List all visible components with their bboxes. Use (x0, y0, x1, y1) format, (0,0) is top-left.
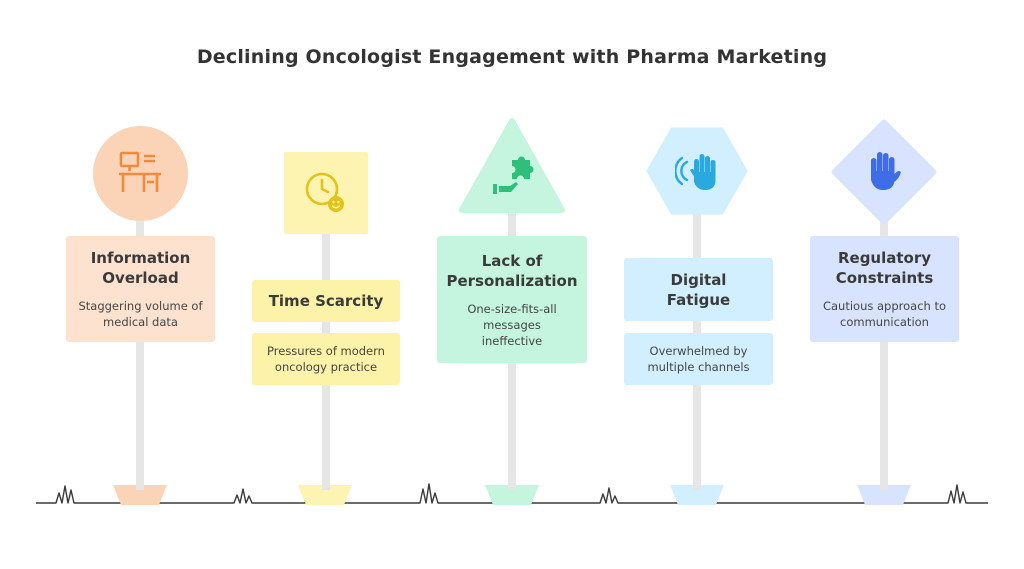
post-base (857, 485, 911, 505)
post-base (670, 485, 724, 505)
signpost-pole (136, 210, 144, 490)
sign-heading: Regulatory Constraints (835, 249, 934, 287)
sign-description: One-size-fits-all messages ineffective (467, 301, 557, 348)
sign-description: Cautious approach to communication (822, 299, 947, 329)
desk-computer-icon (119, 151, 161, 192)
sign-description-box: Pressures of modern oncology practice (252, 333, 400, 385)
sign-heading: Digital Fatigue (666, 270, 731, 309)
sign-label-information-overload: Information Overload Staggering volume o… (66, 236, 215, 342)
hand-wave-icon (675, 154, 716, 190)
sign-label-digital-fatigue: Digital Fatigue (624, 258, 773, 321)
sign-description: Overwhelmed by multiple channels (647, 344, 750, 374)
sign-label-time-scarcity: Time Scarcity (252, 280, 400, 322)
post-base (485, 485, 539, 505)
clock-face-icon (305, 172, 344, 212)
sign-heading: Lack of Personalization (446, 251, 578, 290)
sign-heading: Time Scarcity (268, 292, 384, 310)
ground-line (36, 483, 988, 504)
square-sign (284, 152, 368, 234)
signpost-pole (880, 210, 888, 490)
sign-description: Pressures of modern oncology practice (267, 344, 385, 374)
stop-hand-icon (871, 152, 901, 190)
diagram-title: Declining Oncologist Engagement with Pha… (196, 46, 828, 68)
sign-description-box: Overwhelmed by multiple channels (624, 333, 773, 385)
sign-label-regulatory-constraints: Regulatory Constraints Cautious approach… (810, 236, 959, 342)
puzzle-piece-icon (493, 156, 534, 194)
sign-label-lack-of-personalization: Lack of Personalization One-size-fits-al… (437, 236, 587, 363)
sign-heading: Information Overload (90, 249, 191, 287)
post-base (113, 485, 167, 505)
sign-description: Staggering volume of medical data (78, 299, 203, 329)
post-base (298, 485, 352, 505)
